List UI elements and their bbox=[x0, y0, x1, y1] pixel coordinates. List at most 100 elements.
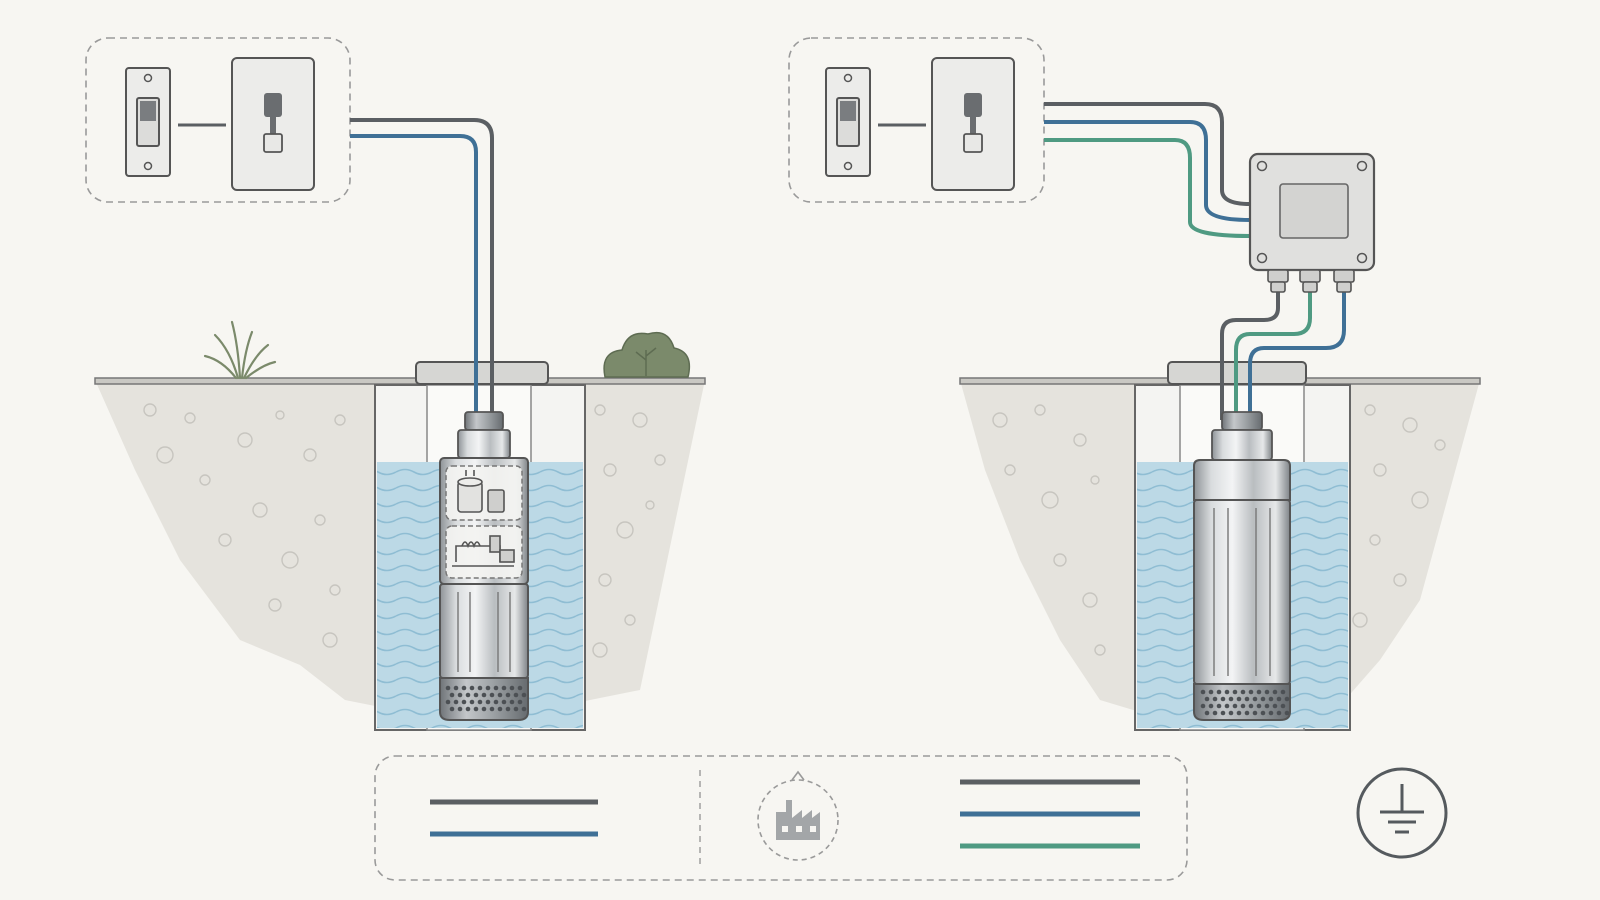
intake-hole bbox=[1248, 703, 1254, 709]
switch-group-left bbox=[85, 37, 351, 203]
wire-blue-right-top bbox=[1044, 120, 1251, 222]
intake-hole bbox=[1224, 689, 1230, 695]
intake-hole bbox=[477, 699, 483, 705]
intake-hole bbox=[1260, 710, 1266, 716]
wires-left bbox=[350, 118, 494, 420]
intake-hole bbox=[489, 692, 495, 698]
submersible-pump-left bbox=[439, 411, 529, 721]
intake-hole bbox=[501, 699, 507, 705]
intake-hole bbox=[1228, 696, 1234, 702]
intake-hole bbox=[461, 699, 467, 705]
intake-hole bbox=[1200, 689, 1206, 695]
intake-hole bbox=[1268, 696, 1274, 702]
intake-hole bbox=[1208, 703, 1214, 709]
intake-hole bbox=[481, 692, 487, 698]
left-scene bbox=[94, 320, 706, 731]
wire-black-left bbox=[350, 118, 494, 420]
wire-legend bbox=[374, 755, 1188, 881]
intake-hole bbox=[501, 685, 507, 691]
intake-hole bbox=[1284, 710, 1290, 716]
intake-hole bbox=[1212, 710, 1218, 716]
intake-hole bbox=[1244, 710, 1250, 716]
intake-hole bbox=[1244, 696, 1250, 702]
intake-hole bbox=[1256, 689, 1262, 695]
intake-hole bbox=[1272, 703, 1278, 709]
soil-pebbles-left bbox=[143, 403, 666, 658]
intake-hole bbox=[1264, 689, 1270, 695]
intake-holes-right bbox=[1200, 689, 1290, 716]
disconnect-switch-icon[interactable] bbox=[231, 57, 315, 191]
wire-black-right-top bbox=[1044, 102, 1251, 206]
ground-symbol-icon bbox=[1356, 767, 1448, 859]
intake-holes-left bbox=[445, 685, 527, 712]
intake-hole bbox=[1260, 696, 1266, 702]
intake-hole bbox=[1280, 703, 1286, 709]
intake-hole bbox=[497, 706, 503, 712]
breaker-switch-icon[interactable] bbox=[825, 67, 871, 177]
intake-hole bbox=[1276, 710, 1282, 716]
ground-surface-left bbox=[94, 377, 706, 385]
intake-hole bbox=[1204, 696, 1210, 702]
intake-hole bbox=[493, 699, 499, 705]
disconnect-switch-icon[interactable] bbox=[931, 57, 1015, 191]
internal-controls-inset bbox=[445, 465, 523, 579]
intake-hole bbox=[1240, 689, 1246, 695]
wires-right-top bbox=[1044, 102, 1251, 238]
bush-icon bbox=[603, 331, 691, 378]
intake-hole bbox=[457, 692, 463, 698]
soil-pebbles-right bbox=[992, 404, 1446, 666]
intake-hole bbox=[473, 692, 479, 698]
intake-hole bbox=[517, 699, 523, 705]
intake-hole bbox=[1280, 689, 1286, 695]
grass-icon bbox=[203, 320, 277, 380]
cable-connector bbox=[464, 411, 504, 431]
intake-hole bbox=[1272, 689, 1278, 695]
intake-hole bbox=[505, 706, 511, 712]
intake-hole bbox=[481, 706, 487, 712]
control-box-icon[interactable] bbox=[1248, 152, 1376, 293]
intake-hole bbox=[1216, 703, 1222, 709]
intake-hole bbox=[465, 706, 471, 712]
intake-hole bbox=[1228, 710, 1234, 716]
pump-ribs bbox=[1213, 508, 1271, 676]
intake-hole bbox=[1224, 703, 1230, 709]
breaker-switch-icon[interactable] bbox=[125, 67, 171, 177]
intake-hole bbox=[505, 692, 511, 698]
cable-gland bbox=[1267, 269, 1355, 293]
intake-hole bbox=[1236, 710, 1242, 716]
intake-hole bbox=[453, 685, 459, 691]
wires-right-bottom bbox=[1220, 290, 1346, 420]
intake-hole bbox=[1220, 710, 1226, 716]
wire-green-right-top bbox=[1044, 138, 1251, 238]
intake-hole bbox=[1240, 703, 1246, 709]
intake-hole bbox=[509, 685, 515, 691]
intake-hole bbox=[1216, 689, 1222, 695]
pump-head bbox=[457, 429, 511, 459]
intake-hole bbox=[461, 685, 467, 691]
intake-hole bbox=[469, 685, 475, 691]
submersible-pump-right bbox=[1193, 411, 1291, 721]
intake-hole bbox=[1252, 696, 1258, 702]
wire-green-right-bottom bbox=[1234, 290, 1312, 420]
intake-hole bbox=[1264, 703, 1270, 709]
intake-hole bbox=[485, 685, 491, 691]
intake-hole bbox=[1248, 689, 1254, 695]
intake-hole bbox=[1220, 696, 1226, 702]
intake-hole bbox=[1208, 689, 1214, 695]
pump-head bbox=[1211, 429, 1273, 461]
intake-hole bbox=[445, 699, 451, 705]
intake-hole bbox=[1232, 703, 1238, 709]
intake-hole bbox=[513, 692, 519, 698]
well-cap-left bbox=[415, 361, 549, 385]
intake-hole bbox=[469, 699, 475, 705]
relay-icon bbox=[452, 535, 515, 567]
intake-hole bbox=[497, 692, 503, 698]
pump-upper-body bbox=[1193, 459, 1291, 501]
intake-hole bbox=[509, 699, 515, 705]
cable-connector bbox=[1221, 411, 1263, 431]
wire-blue-left bbox=[350, 134, 478, 420]
intake-hole bbox=[1236, 696, 1242, 702]
wire-blue-right-bottom bbox=[1248, 290, 1346, 420]
intake-hole bbox=[1256, 703, 1262, 709]
